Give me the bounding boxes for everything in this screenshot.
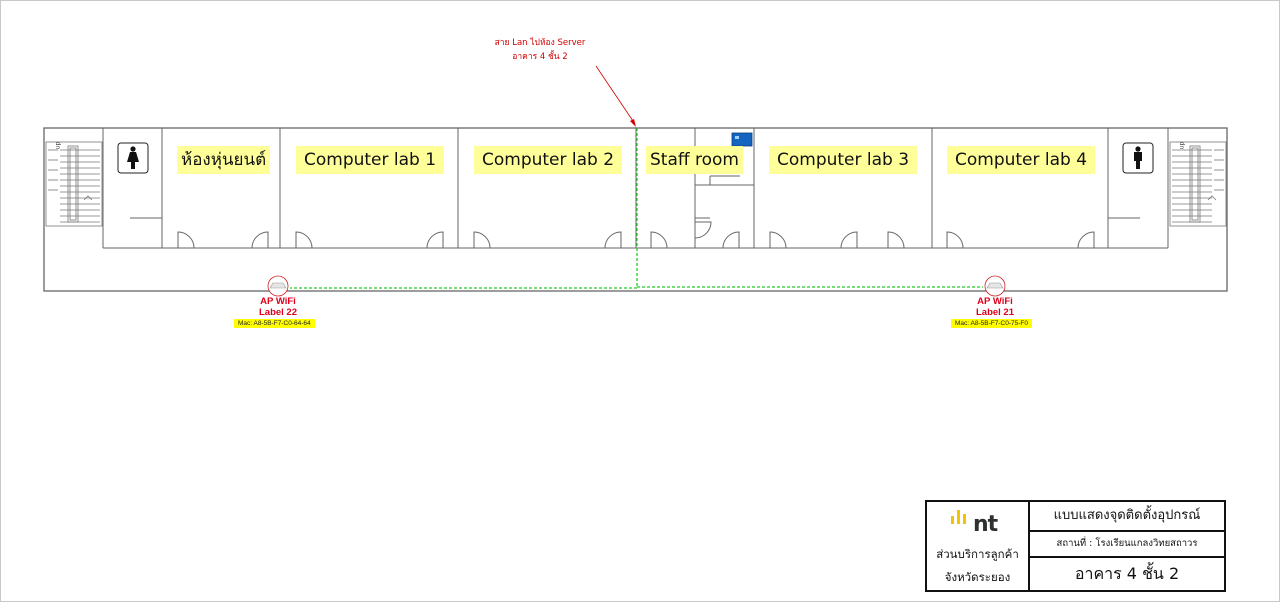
stair-up-label: up xyxy=(54,141,62,150)
room-label-staff: Staff room xyxy=(646,146,743,174)
ap-mac-21: Mac: A8-5B-F7-C0-75-F0 xyxy=(951,319,1032,328)
partition-walls xyxy=(102,128,1169,249)
ap-mac-22: Mac: A8-5B-F7-C0-64-64 xyxy=(234,319,315,328)
room-label-lab3: Computer lab 3 xyxy=(769,146,918,174)
male-restroom-icon xyxy=(1122,142,1154,174)
lan-note-line2: อาคาร 4 ชั้น 2 xyxy=(512,52,568,62)
nt-logo-icon xyxy=(951,510,966,524)
door-swings xyxy=(177,221,1095,249)
lan-cable xyxy=(290,128,983,289)
ap-title: AP WiFi xyxy=(260,296,296,307)
room-label-lab2: Computer lab 2 xyxy=(474,146,623,174)
location-text: สถานที่ : โรงเรียนแกลงวิทยสถาวร xyxy=(1030,532,1224,558)
lan-note-line1: สาย Lan ไปห้อง Server xyxy=(494,38,586,48)
drawing-heading: แบบแสดงจุดติดตั้งอุปกรณ์ xyxy=(1030,502,1224,532)
ap-label-21: AP WiFi Label 21 xyxy=(955,296,1035,318)
title-block-org: nt ส่วนบริการลูกค้า จังหวัดระยอง xyxy=(927,502,1030,590)
ap-label-22: AP WiFi Label 22 xyxy=(238,296,318,318)
access-point-icon xyxy=(267,275,289,297)
room-label-robot: ห้องหุ่นยนต์ xyxy=(177,146,271,174)
logo-text: nt xyxy=(973,512,998,537)
room-label-lab1: Computer lab 1 xyxy=(296,146,445,174)
female-restroom-icon xyxy=(117,142,149,174)
ap-number: Label 22 xyxy=(258,307,298,318)
building-floor-text: อาคาร 4 ชั้น 2 xyxy=(1074,564,1180,583)
title-block-info: แบบแสดงจุดติดตั้งอุปกรณ์ สถานที่ : โรงเร… xyxy=(1030,502,1224,590)
staircase-icon xyxy=(1169,141,1227,227)
lan-note-arrow xyxy=(595,65,636,127)
access-point-icon xyxy=(984,275,1006,297)
staircase-icon xyxy=(45,141,103,227)
ap-number: Label 21 xyxy=(975,307,1015,318)
lan-note: สาย Lan ไปห้อง Server อาคาร 4 ชั้น 2 xyxy=(480,36,600,64)
network-switch-icon xyxy=(731,132,753,147)
ap-title: AP WiFi xyxy=(977,296,1013,307)
title-block: nt ส่วนบริการลูกค้า จังหวัดระยอง แบบแสดง… xyxy=(925,500,1226,592)
department-line2: จังหวัดระยอง xyxy=(944,570,1011,584)
stair-up-label: up xyxy=(1178,141,1186,150)
room-label-lab4: Computer lab 4 xyxy=(947,146,1096,174)
department-line1: ส่วนบริการลูกค้า xyxy=(936,547,1019,561)
